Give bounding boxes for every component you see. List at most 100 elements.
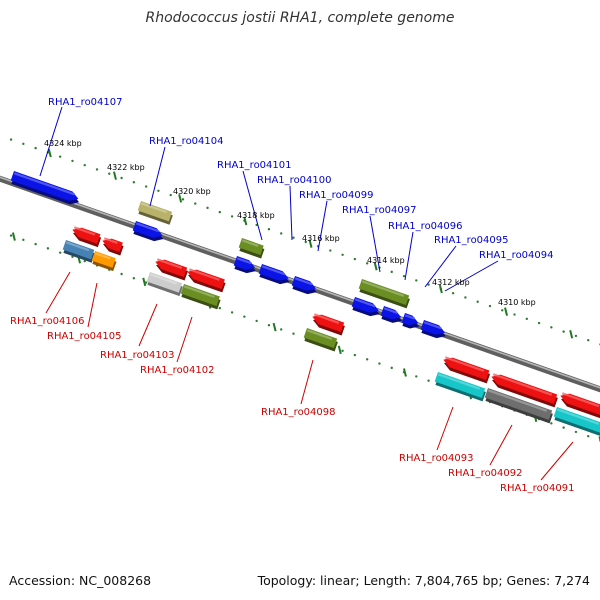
scale-dot — [181, 198, 185, 201]
gene-feature — [351, 297, 380, 317]
scale-dot — [390, 270, 393, 274]
reverse-gene-labels: RHA1_ro04106 RHA1_ro04105 RHA1_ro04103 R… — [10, 316, 575, 494]
gene-label-reverse[interactable]: RHA1_ro04091 — [500, 483, 575, 494]
scale-dot — [415, 375, 418, 378]
gene-label-reverse[interactable]: RHA1_ro04092 — [448, 468, 523, 479]
scale-dot — [574, 430, 578, 434]
gene-feature — [380, 306, 402, 323]
gene-feature — [72, 226, 102, 248]
scale-dot — [206, 206, 209, 210]
scale-dot — [415, 279, 418, 282]
gene-feature — [187, 268, 226, 293]
scale-dot — [230, 215, 234, 218]
gene-feature — [491, 373, 558, 408]
scale-dot — [427, 283, 430, 286]
gene-label-reverse[interactable]: RHA1_ro04098 — [261, 407, 336, 418]
scale-dot — [267, 324, 271, 327]
gene-feature — [553, 407, 600, 437]
scale-dot — [218, 306, 222, 310]
leader-line-reverse — [138, 303, 158, 347]
leader-line-forward — [39, 106, 63, 177]
scale-dot — [218, 210, 222, 214]
scale-dot — [378, 362, 381, 365]
scale-dot — [562, 330, 565, 333]
scale-dot — [292, 236, 295, 239]
leader-line-forward — [424, 245, 457, 288]
gene-label-forward[interactable]: RHA1_ro04096 — [388, 221, 463, 232]
gene-label-reverse[interactable]: RHA1_ro04106 — [10, 316, 85, 327]
scale-tick — [504, 307, 508, 316]
scale-dot — [329, 249, 332, 252]
scale-tick — [47, 148, 52, 158]
gene-label-forward[interactable]: RHA1_ro04095 — [434, 235, 509, 246]
scale-label: 4324 kbp — [44, 139, 82, 148]
scale-dot — [9, 138, 13, 141]
scale-tick — [438, 284, 443, 294]
gene-feature — [443, 356, 491, 384]
gene-label-forward[interactable]: RHA1_ro04100 — [257, 175, 332, 186]
gene-feature — [180, 284, 221, 310]
gene-feature — [303, 328, 338, 352]
gene-feature — [238, 238, 265, 259]
scale-dot — [9, 234, 13, 237]
topology-text: Topology: linear; Length: 7,804,765 bp; … — [257, 573, 590, 588]
gene-feature — [62, 240, 96, 263]
gene-label-reverse[interactable]: RHA1_ro04105 — [47, 331, 122, 342]
scale-dot — [169, 193, 172, 197]
scale-dot — [464, 296, 467, 299]
scale-dot — [513, 313, 516, 316]
gene-label-forward[interactable]: RHA1_ro04097 — [342, 205, 417, 216]
scale-dot — [58, 251, 62, 254]
scale-label: 4316 kbp — [302, 234, 340, 243]
label-leader-lines — [39, 106, 574, 481]
scale-tick — [402, 368, 407, 377]
gene-feature — [420, 320, 446, 339]
scale-tick — [272, 322, 277, 332]
leader-line-forward — [369, 215, 381, 273]
gene-feature — [291, 276, 317, 295]
scale-dot — [365, 262, 369, 265]
scale-dot — [550, 422, 553, 425]
scale-dot — [586, 434, 590, 438]
gene-feature — [401, 313, 420, 329]
scale-dot — [550, 326, 553, 329]
gene-feature — [233, 256, 256, 274]
leader-line-reverse — [176, 316, 193, 363]
gene-label-forward[interactable]: RHA1_ro04104 — [149, 136, 224, 147]
gene-label-forward[interactable]: RHA1_ro04094 — [479, 250, 554, 261]
scale-dot — [120, 176, 123, 180]
scale-dot — [71, 255, 74, 259]
gene-feature — [155, 258, 188, 281]
scale-dot — [132, 277, 136, 280]
leader-line-forward — [444, 260, 499, 292]
gene-feature — [146, 272, 183, 297]
scale-dot — [390, 366, 393, 370]
scale-dot — [488, 304, 492, 308]
gene-feature — [484, 388, 553, 424]
gene-label-forward[interactable]: RHA1_ro04107 — [48, 97, 123, 108]
gene-label-reverse[interactable]: RHA1_ro04103 — [100, 350, 175, 361]
leader-line-reverse — [45, 271, 71, 314]
scale-dot — [476, 300, 479, 303]
gene-feature — [358, 279, 410, 309]
scale-dot — [402, 274, 406, 278]
gene-feature — [137, 201, 173, 225]
scale-label: 4312 kbp — [432, 278, 470, 287]
scale-dot — [46, 247, 50, 250]
scale-dot — [525, 317, 528, 321]
scale-dot — [120, 272, 123, 276]
gene-label-forward[interactable]: RHA1_ro04101 — [217, 160, 292, 171]
leader-line-reverse — [300, 359, 314, 405]
scale-tick — [11, 232, 16, 241]
accession-text: Accession: NC_008268 — [9, 573, 151, 588]
scale-dot — [451, 292, 455, 295]
gene-label-reverse[interactable]: RHA1_ro04093 — [399, 453, 474, 464]
gene-feature — [102, 237, 124, 256]
scale-dot — [230, 311, 234, 314]
gene-feature — [560, 392, 600, 419]
forward-gene-labels: RHA1_ro04107 RHA1_ro04104 RHA1_ro04101 R… — [48, 97, 554, 261]
scale-dot — [586, 338, 590, 342]
gene-label-reverse[interactable]: RHA1_ro04102 — [140, 365, 215, 376]
gene-label-forward[interactable]: RHA1_ro04099 — [299, 190, 374, 201]
